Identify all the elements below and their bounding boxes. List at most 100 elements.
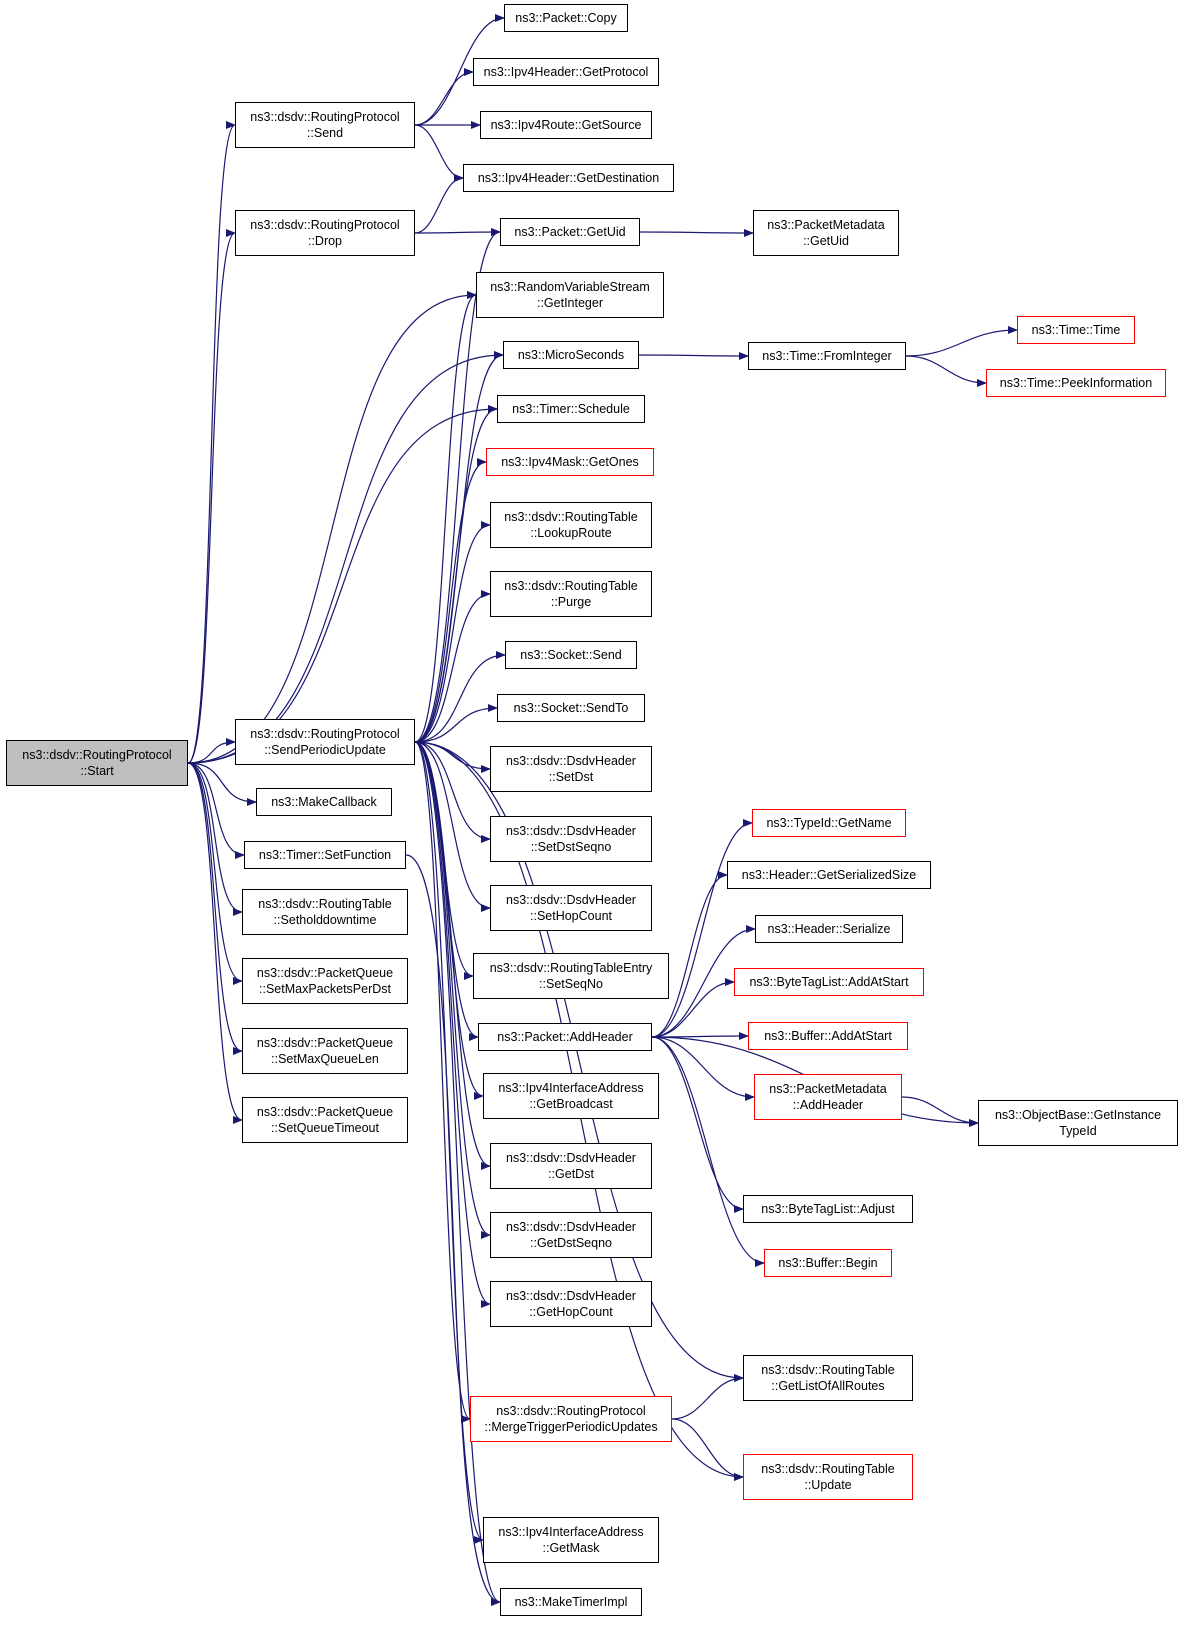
edge-spu-rvsint xyxy=(414,291,477,743)
edge-send-getproto xyxy=(414,68,474,126)
node-pmuid[interactable]: ns3::PacketMetadata::GetUid xyxy=(753,210,899,256)
node-label: ::MergeTriggerPeriodicUpdates xyxy=(484,1420,658,1434)
node-getdstseq[interactable]: ns3::dsdv::DsdvHeader::GetDstSeqno xyxy=(490,1212,652,1258)
node-label: ::LookupRoute xyxy=(530,526,612,540)
node-label: ns3::Ipv4Header::GetProtocol xyxy=(483,65,649,79)
node-setqto[interactable]: ns3::dsdv::PacketQueue::SetQueueTimeout xyxy=(242,1097,408,1143)
node-getones[interactable]: ns3::Ipv4Mask::GetOnes xyxy=(486,448,654,476)
node-getsrc[interactable]: ns3::Ipv4Route::GetSource xyxy=(480,111,652,139)
edge-pmadd-obtype xyxy=(901,1096,979,1127)
node-merge[interactable]: ns3::dsdv::RoutingProtocol::MergeTrigger… xyxy=(470,1396,672,1442)
node-getmask[interactable]: ns3::Ipv4InterfaceAddress::GetMask xyxy=(483,1517,659,1563)
node-bufbegin[interactable]: ns3::Buffer::Begin xyxy=(764,1249,892,1277)
node-getuid[interactable]: ns3::Packet::GetUid xyxy=(500,218,640,246)
node-getname[interactable]: ns3::TypeId::GetName xyxy=(752,809,906,837)
node-getdest[interactable]: ns3::Ipv4Header::GetDestination xyxy=(463,164,674,192)
node-setseqno[interactable]: ns3::dsdv::RoutingTableEntry::SetSeqNo xyxy=(473,953,669,999)
edge-start-rvsint xyxy=(187,291,477,764)
node-timetime[interactable]: ns3::Time::Time xyxy=(1017,316,1135,344)
node-makecb[interactable]: ns3::MakeCallback xyxy=(256,788,392,816)
node-rvsint[interactable]: ns3::RandomVariableStream::GetInteger xyxy=(476,272,664,318)
edge-spu-getdstseq xyxy=(414,741,491,1239)
edge-micro-fromint xyxy=(638,351,749,360)
node-pcopy[interactable]: ns3::Packet::Copy xyxy=(504,4,628,32)
node-setmaxq[interactable]: ns3::dsdv::PacketQueue::SetMaxQueueLen xyxy=(242,1028,408,1074)
node-label: ::GetDst xyxy=(548,1167,594,1181)
node-fromint[interactable]: ns3::Time::FromInteger xyxy=(748,342,906,370)
edge-send-getdest xyxy=(414,124,464,182)
node-pmadd[interactable]: ns3::PacketMetadata::AddHeader xyxy=(754,1074,902,1120)
node-label: ::SetDst xyxy=(548,770,594,784)
edge-spu-sksendto xyxy=(414,704,498,743)
node-sksend[interactable]: ns3::Socket::Send xyxy=(505,641,637,669)
node-addheader[interactable]: ns3::Packet::AddHeader xyxy=(478,1023,652,1051)
node-getall[interactable]: ns3::dsdv::RoutingTable::GetListOfAllRou… xyxy=(743,1355,913,1401)
node-start[interactable]: ns3::dsdv::RoutingProtocol::Start xyxy=(6,740,188,786)
node-getproto[interactable]: ns3::Ipv4Header::GetProtocol xyxy=(473,58,659,86)
node-getdst[interactable]: ns3::dsdv::DsdvHeader::GetDst xyxy=(490,1143,652,1189)
node-btladj[interactable]: ns3::ByteTagList::Adjust xyxy=(743,1195,913,1223)
node-sethold[interactable]: ns3::dsdv::RoutingTable::Setholddowntime xyxy=(242,889,408,935)
edge-spu-gethop xyxy=(414,741,491,1308)
node-setdst[interactable]: ns3::dsdv::DsdvHeader::SetDst xyxy=(490,746,652,792)
node-label: ns3::Timer::SetFunction xyxy=(258,848,392,862)
node-label: ns3::Packet::GetUid xyxy=(514,225,626,239)
node-label: ns3::Time::Time xyxy=(1031,323,1121,337)
node-label: ns3::dsdv::RoutingProtocol xyxy=(496,1404,646,1418)
node-label: ::AddHeader xyxy=(792,1098,864,1112)
node-label: ::Start xyxy=(80,764,114,778)
node-setdstseq[interactable]: ns3::dsdv::DsdvHeader::SetDstSeqno xyxy=(490,816,652,862)
node-label: ns3::ByteTagList::Adjust xyxy=(761,1202,895,1216)
node-send[interactable]: ns3::dsdv::RoutingProtocol::Send xyxy=(235,102,415,148)
node-rtupdate[interactable]: ns3::dsdv::RoutingTable::Update xyxy=(743,1454,913,1500)
node-setfunc[interactable]: ns3::Timer::SetFunction xyxy=(244,841,406,869)
edge-start-setfunc xyxy=(187,762,245,859)
node-label: ns3::dsdv::PacketQueue xyxy=(256,1105,394,1119)
node-gethop[interactable]: ns3::dsdv::DsdvHeader::GetHopCount xyxy=(490,1281,652,1327)
node-label: ::Send xyxy=(306,126,344,140)
node-sksendto[interactable]: ns3::Socket::SendTo xyxy=(497,694,645,722)
node-label: ns3::TypeId::GetName xyxy=(766,816,892,830)
node-label: ns3::Ipv4Mask::GetOnes xyxy=(501,455,639,469)
node-label: ::SetHopCount xyxy=(530,909,612,923)
node-spu[interactable]: ns3::dsdv::RoutingProtocol::SendPeriodic… xyxy=(235,719,415,765)
edge-spu-sethop xyxy=(414,741,491,912)
edge-start-setqto xyxy=(187,762,243,1124)
node-drop[interactable]: ns3::dsdv::RoutingProtocol::Drop xyxy=(235,210,415,256)
edge-spu-getall xyxy=(414,741,744,1382)
node-label: ::GetListOfAllRoutes xyxy=(771,1379,885,1393)
node-label: ns3::Ipv4InterfaceAddress xyxy=(498,1081,644,1095)
node-label: ns3::ByteTagList::AddAtStart xyxy=(749,975,909,989)
node-label: ::Drop xyxy=(307,234,343,248)
node-tsched[interactable]: ns3::Timer::Schedule xyxy=(497,395,645,423)
edge-fromint-peek xyxy=(905,355,987,387)
node-lookup[interactable]: ns3::dsdv::RoutingTable::LookupRoute xyxy=(490,502,652,548)
node-purge[interactable]: ns3::dsdv::RoutingTable::Purge xyxy=(490,571,652,617)
node-label: ns3::MakeTimerImpl xyxy=(514,1595,628,1609)
node-btladd[interactable]: ns3::ByteTagList::AddAtStart xyxy=(734,968,924,996)
node-mktimer[interactable]: ns3::MakeTimerImpl xyxy=(500,1588,642,1616)
edge-spu-purge xyxy=(414,590,491,743)
node-label: ns3::dsdv::DsdvHeader xyxy=(506,754,636,768)
node-label: ns3::Ipv4Route::GetSource xyxy=(490,118,642,132)
node-label: ns3::dsdv::DsdvHeader xyxy=(506,824,636,838)
node-label: ns3::MicroSeconds xyxy=(517,348,625,362)
node-hdrser[interactable]: ns3::Header::Serialize xyxy=(755,915,903,943)
node-getbcast[interactable]: ns3::Ipv4InterfaceAddress::GetBroadcast xyxy=(483,1073,659,1119)
node-sethop[interactable]: ns3::dsdv::DsdvHeader::SetHopCount xyxy=(490,885,652,931)
edge-start-sethold xyxy=(187,762,243,916)
node-micro[interactable]: ns3::MicroSeconds xyxy=(503,341,639,369)
node-label: ns3::dsdv::RoutingProtocol xyxy=(22,748,172,762)
node-label: ::SetMaxQueueLen xyxy=(271,1052,379,1066)
node-label: ns3::dsdv::RoutingTable xyxy=(761,1462,895,1476)
node-bufadd[interactable]: ns3::Buffer::AddAtStart xyxy=(748,1022,908,1050)
node-label: ns3::MakeCallback xyxy=(271,795,377,809)
node-setmaxpkt[interactable]: ns3::dsdv::PacketQueue::SetMaxPacketsPer… xyxy=(242,958,408,1004)
node-hdrsize[interactable]: ns3::Header::GetSerializedSize xyxy=(727,861,931,889)
node-peek[interactable]: ns3::Time::PeekInformation xyxy=(986,369,1166,397)
node-label: ns3::dsdv::DsdvHeader xyxy=(506,1151,636,1165)
node-label: ::GetBroadcast xyxy=(529,1097,613,1111)
edge-spu-mktimer xyxy=(414,741,501,1606)
edge-setfunc-mktimer xyxy=(405,854,501,1606)
